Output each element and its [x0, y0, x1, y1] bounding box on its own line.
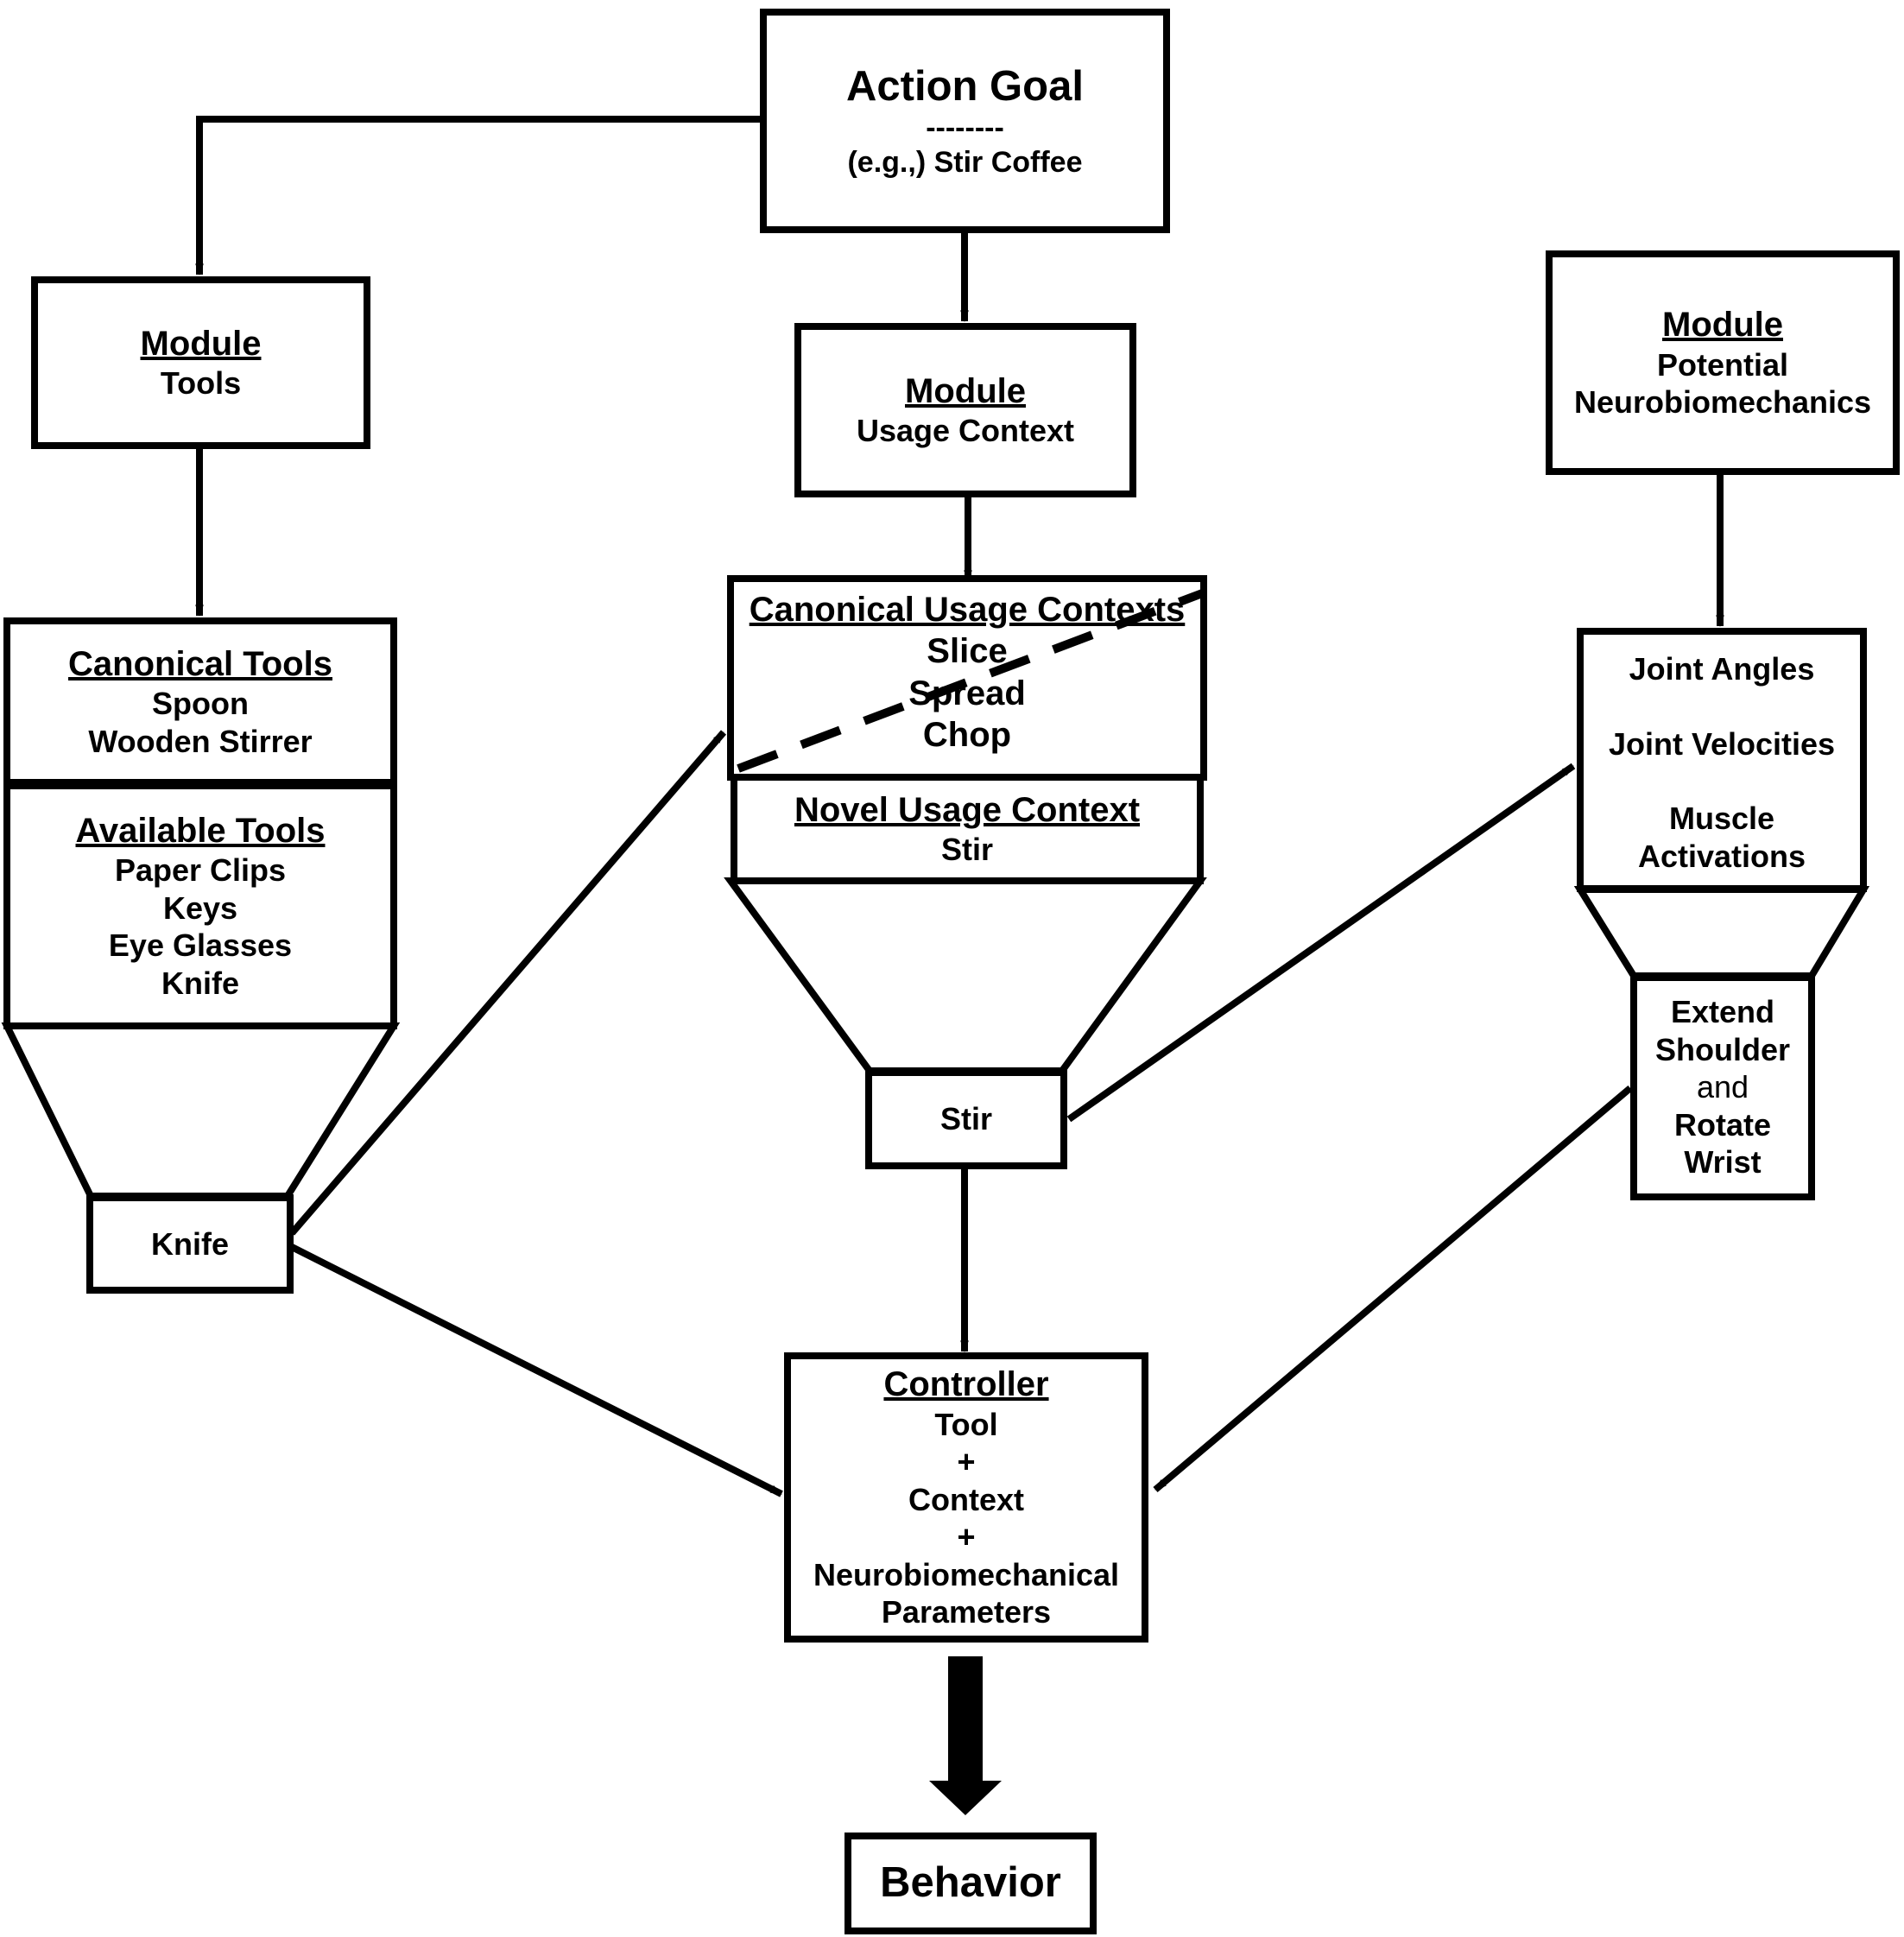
available-tool-item: Paper Clips: [114, 852, 287, 889]
behavior-box: Behavior: [844, 1833, 1097, 1934]
canonical-tools-heading: Canonical Tools: [68, 644, 332, 683]
controller-heading: Controller: [883, 1365, 1049, 1404]
action-goal-title: Action Goal: [846, 63, 1084, 111]
novel-usage-heading: Novel Usage Context: [794, 791, 1141, 830]
neuro-output-line: and: [1696, 1069, 1749, 1105]
behavior-label: Behavior: [880, 1859, 1061, 1907]
context-output-box: Stir: [865, 1069, 1067, 1169]
novel-usage-item: Stir: [940, 832, 993, 868]
neuro-params-box: Joint Angles Joint Velocities Muscle Act…: [1577, 628, 1867, 892]
canonical-usage-item: Slice: [927, 632, 1008, 671]
available-tool-item: Keys: [162, 889, 238, 926]
neuro-param-muscle: Muscle: [1668, 801, 1775, 837]
neuro-output-line: Extend: [1670, 994, 1775, 1030]
available-tool-item: Knife: [161, 965, 239, 1001]
action-goal-divider: --------: [926, 111, 1004, 145]
available-tool-item: Eye Glasses: [108, 927, 293, 964]
module-tools-name: Tools: [160, 365, 242, 402]
neuro-param-joint-velocities: Joint Velocities: [1608, 725, 1836, 762]
arrow-stir-to-params: [1066, 763, 1576, 1123]
module-usage-heading: Module: [905, 372, 1026, 411]
tool-output-box: Knife: [86, 1194, 294, 1294]
arrow-goal-to-tools: [195, 116, 760, 275]
tools-funnel-shape: [1, 1022, 401, 1200]
canonical-tools-box: Canonical Tools Spoon Wooden Stirrer: [3, 617, 397, 786]
canonical-usage-item: Chop: [922, 716, 1012, 755]
arrow-neuro-to-controller: [1153, 1085, 1633, 1493]
module-usage-box: Module Usage Context: [794, 323, 1136, 497]
canonical-tool-item: Spoon: [152, 686, 249, 722]
neuro-output-line: Wrist: [1684, 1144, 1762, 1181]
canonical-usage-item: Spread: [908, 674, 1026, 712]
available-tools-heading: Available Tools: [75, 811, 326, 850]
usage-funnel-shape: [724, 877, 1207, 1074]
module-neuro-line1: Potential: [1656, 346, 1788, 383]
neuro-output-box: Extend Shoulder and Rotate Wrist: [1630, 974, 1815, 1200]
module-neuro-heading: Module: [1662, 306, 1783, 345]
action-goal-example: (e.g.,) Stir Coffee: [847, 145, 1083, 179]
neuro-funnel-shape: [1573, 886, 1870, 979]
neuro-param-joint-angles: Joint Angles: [1629, 651, 1815, 687]
neuro-param-activations: Activations: [1637, 838, 1806, 874]
controller-line: +: [957, 1444, 976, 1480]
controller-line: Parameters: [881, 1594, 1052, 1630]
module-neuro-box: Module Potential Neurobiomechanics: [1546, 250, 1900, 475]
canonical-tool-item: Wooden Stirrer: [88, 723, 313, 759]
neuro-output-line: Rotate: [1673, 1106, 1771, 1143]
module-tools-box: Module Tools: [31, 276, 370, 449]
tool-output-label: Knife: [151, 1225, 229, 1262]
action-goal-box: Action Goal -------- (e.g.,) Stir Coffee: [760, 9, 1170, 233]
neuro-output-line: Shoulder: [1654, 1031, 1790, 1067]
novel-usage-box: Novel Usage Context Stir: [731, 774, 1204, 884]
controller-line: Neurobiomechanical: [813, 1556, 1120, 1592]
available-tools-box: Available Tools Paper Clips Keys Eye Gla…: [3, 782, 397, 1029]
controller-box: Controller Tool + Context + Neurobiomech…: [784, 1352, 1148, 1643]
controller-line: Context: [908, 1481, 1024, 1517]
controller-line: +: [957, 1519, 976, 1555]
arrow-knife-to-usage: [288, 730, 727, 1236]
controller-line: Tool: [934, 1406, 998, 1442]
canonical-usage-box: Canonical Usage Contexts Slice Spread Ch…: [727, 575, 1207, 781]
context-output-label: Stir: [939, 1101, 992, 1137]
module-usage-name: Usage Context: [856, 413, 1075, 449]
arrow-knife-to-controller: [290, 1244, 783, 1497]
module-tools-heading: Module: [140, 325, 262, 364]
module-neuro-line2: Neurobiomechanics: [1573, 384, 1872, 421]
canonical-usage-heading: Canonical Usage Contexts: [749, 591, 1186, 629]
arrow-controller-to-behavior: [929, 1656, 1002, 1815]
